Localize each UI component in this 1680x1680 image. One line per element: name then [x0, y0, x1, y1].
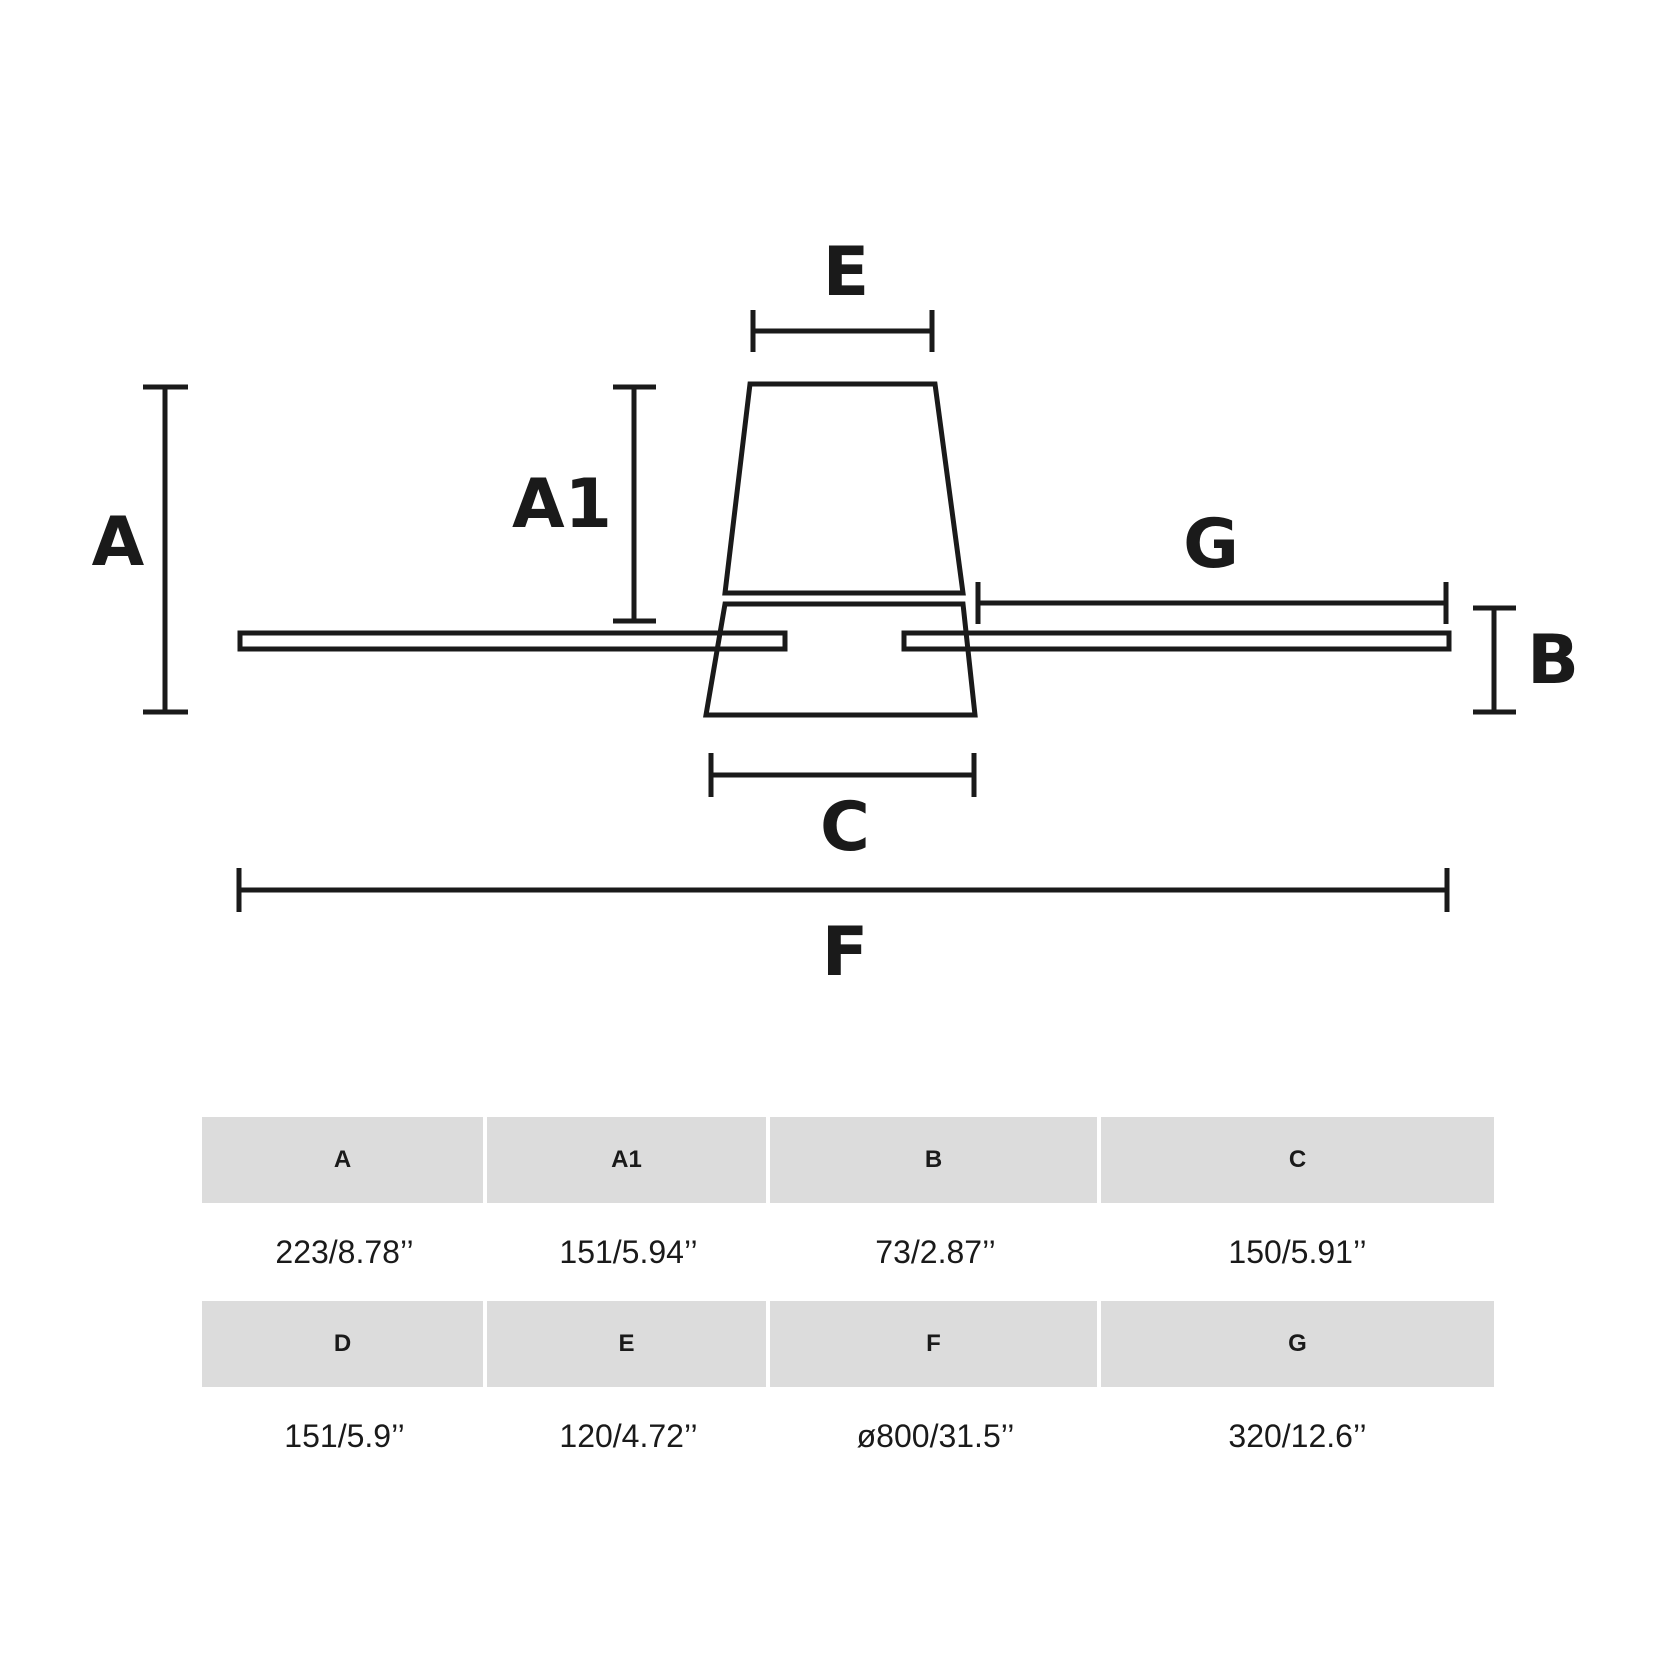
value-c: 150/5.91’’ — [1228, 1233, 1367, 1270]
label-a: A — [92, 503, 145, 582]
fan-lower-housing — [703, 601, 978, 718]
dimension-a: A — [92, 384, 188, 715]
header-c: C — [1101, 1117, 1494, 1203]
dimension-f: F — [236, 868, 1450, 992]
value-f: ø800/31.5’’ — [856, 1417, 1015, 1454]
label-b: B — [1527, 621, 1579, 700]
header-g: G — [1101, 1301, 1494, 1387]
value-g: 320/12.6’’ — [1228, 1417, 1367, 1454]
value-e: 120/4.72’’ — [559, 1417, 698, 1454]
dimensions-table: A A1 B C 223/8.78’’ 151/5.94’’ 73/2.87’’… — [202, 1117, 1494, 1485]
table-value-row: 223/8.78’’ 151/5.94’’ 73/2.87’’ 150/5.91… — [202, 1203, 1494, 1301]
fan-dimension-diagram: A A1 E G B C F — [92, 233, 1579, 992]
header-d: D — [202, 1301, 487, 1387]
dimension-b: B — [1473, 605, 1579, 715]
dimension-g: G — [975, 505, 1449, 624]
value-a: 223/8.78’’ — [275, 1233, 414, 1270]
fan-motor-housing — [722, 381, 966, 596]
value-a1: 151/5.94’’ — [559, 1233, 698, 1270]
table-header-row: D E F G — [202, 1301, 1494, 1387]
label-c: C — [820, 788, 870, 867]
label-e: E — [823, 233, 869, 312]
dimension-e: E — [750, 233, 935, 352]
label-g: G — [1183, 505, 1239, 584]
header-a: A — [202, 1117, 487, 1203]
fan-blade-right — [901, 630, 1452, 652]
header-e: E — [487, 1301, 770, 1387]
table-header-row: A A1 B C — [202, 1117, 1494, 1203]
fan-blade-left — [237, 630, 788, 652]
header-b: B — [770, 1117, 1101, 1203]
table-value-row: 151/5.9’’ 120/4.72’’ ø800/31.5’’ 320/12.… — [202, 1387, 1494, 1485]
header-f: F — [770, 1301, 1101, 1387]
label-f: F — [822, 913, 868, 992]
value-b: 73/2.87’’ — [875, 1233, 996, 1270]
dimension-a1: A1 — [512, 384, 656, 624]
label-a1: A1 — [512, 465, 612, 544]
header-a1: A1 — [487, 1117, 770, 1203]
dimension-c: C — [708, 753, 977, 867]
value-d: 151/5.9’’ — [284, 1417, 405, 1454]
